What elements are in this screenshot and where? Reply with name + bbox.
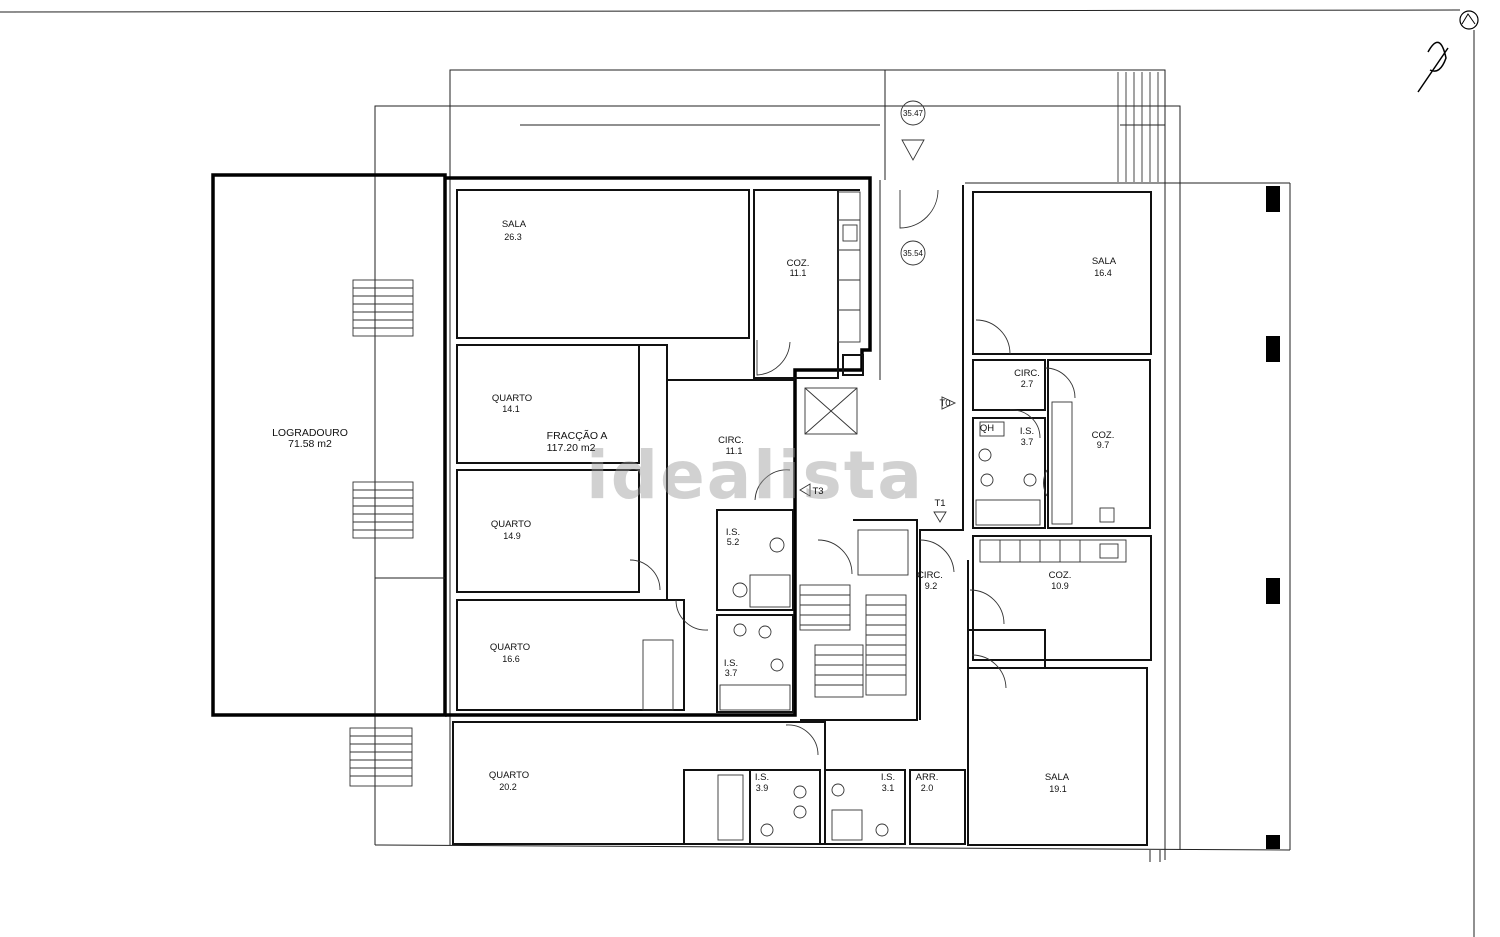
room-sala-t1: SALA: [1045, 772, 1070, 783]
signature: [1417, 10, 1479, 93]
room-coz-a: COZ.: [787, 258, 810, 269]
doors-fraccao-a: [629, 340, 819, 756]
marker-t3: T3: [812, 486, 823, 497]
direction-arrows: [799, 396, 957, 523]
room-quarto-a3: QUARTO: [490, 642, 530, 653]
fraccao-area: 117.20 m2: [547, 442, 596, 454]
area-is-a2: 3.7: [725, 668, 738, 678]
bottom-walls: [452, 721, 966, 845]
area-sala-t1: 19.1: [1049, 784, 1067, 794]
area-is-a1: 5.2: [727, 537, 740, 547]
level-markers: [900, 100, 926, 266]
logradouro-steps: [349, 279, 445, 787]
area-is-t0: 3.7: [1021, 437, 1034, 447]
room-is-a2: I.S.: [724, 658, 738, 669]
room-is-b2: I.S.: [881, 772, 895, 783]
room-circ-t1: CIRC.: [917, 570, 943, 581]
area-is-b2: 3.1: [882, 783, 895, 793]
marker-t0: T0: [939, 398, 950, 409]
room-arr: ARR.: [916, 772, 939, 783]
area-sala-t0: 16.4: [1094, 268, 1112, 278]
area-is-b1: 3.9: [756, 783, 769, 793]
area-quarto-a2: 14.9: [503, 531, 521, 541]
area-quarto-a1: 14.1: [502, 404, 520, 414]
logradouro-label: LOGRADOURO: [272, 427, 348, 439]
area-coz-t0: 9.7: [1097, 440, 1110, 450]
watermark: idealista: [586, 437, 924, 514]
logradouro-boundary: [211, 173, 447, 717]
room-labels: LOGRADOURO 71.58 m2 FRACÇÃO A 117.20 m2 …: [272, 109, 1117, 794]
area-quarto-a3: 16.6: [502, 654, 520, 664]
area-circ-t1: 9.2: [925, 581, 938, 591]
room-quarto-a2: QUARTO: [491, 519, 531, 530]
room-sala-a: SALA: [502, 219, 527, 230]
stair-core: [799, 180, 939, 721]
level-mid: 35.54: [903, 249, 924, 258]
logradouro-area: 71.58 m2: [288, 438, 332, 450]
stair-hatch-top: [1117, 72, 1159, 182]
fraccao-a-walls: [456, 189, 864, 713]
area-circ-a: 11.1: [726, 446, 743, 456]
room-coz-t1: COZ.: [1049, 570, 1072, 581]
fraccao-label: FRACÇÃO A: [547, 429, 608, 442]
room-quarto-a1: QUARTO: [492, 393, 532, 404]
marker-t1: T1: [934, 498, 945, 509]
building-outline: [374, 69, 1291, 862]
room-circ-t0: CIRC.: [1014, 368, 1040, 379]
area-coz-t1: 10.9: [1051, 581, 1069, 591]
t1-walls: [919, 535, 1152, 846]
area-quarto-b: 20.2: [499, 782, 517, 792]
sheet-border: [0, 9, 1475, 937]
area-arr: 2.0: [921, 783, 934, 793]
t0-walls: [919, 185, 1152, 720]
level-top: 35.47: [903, 109, 924, 118]
room-is-b1: I.S.: [755, 772, 769, 783]
room-is-a1: I.S.: [726, 527, 740, 538]
area-coz-a: 11.1: [790, 268, 807, 278]
room-circ-a: CIRC.: [718, 435, 744, 446]
area-sala-a: 26.3: [504, 232, 522, 242]
room-sala-t0: SALA: [1092, 256, 1117, 267]
facade-markers: [1266, 186, 1280, 849]
room-is-t0: I.S.: [1020, 426, 1034, 437]
room-quarto-b: QUARTO: [489, 770, 529, 781]
qh-label: QH: [980, 423, 994, 434]
room-coz-t0: COZ.: [1092, 430, 1115, 441]
area-circ-t0: 2.7: [1021, 379, 1034, 389]
